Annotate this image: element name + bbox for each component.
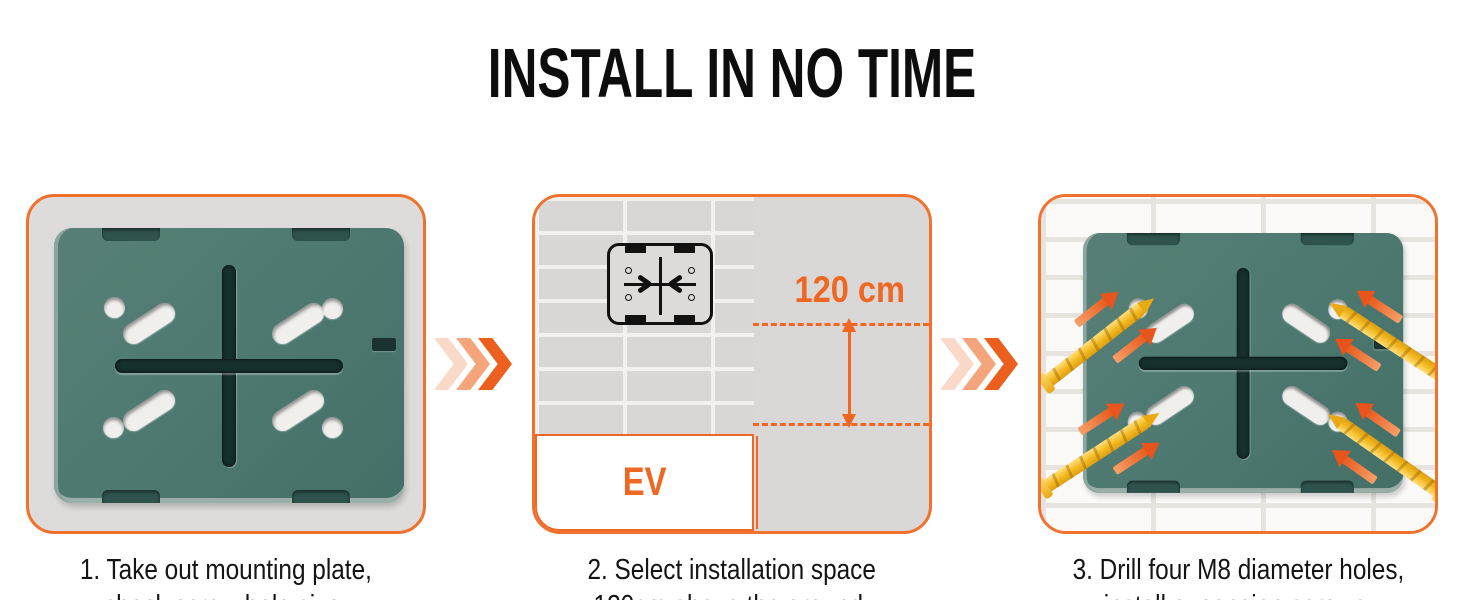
step-3: 3. Drill four M8 diameter holes, install… [1038,194,1438,600]
slotted-hole [118,385,180,436]
measurement-label: 120 cm [794,269,906,310]
step-arrow-icon [434,338,512,390]
screw-hole [104,297,125,318]
schematic-cross [658,257,662,315]
slotted-hole [267,385,329,436]
mounting-plate [1083,233,1404,493]
steps-row: 1. Take out mounting plate, check screw … [0,194,1464,600]
screw-hole [103,417,124,438]
cross-slot-horizontal [1138,356,1348,370]
ev-charger-box: EV [535,434,758,531]
plate-notch [292,490,350,503]
plate-side-notch [372,337,396,351]
cross-slot-horizontal [115,358,343,373]
step-1: 1. Take out mounting plate, check screw … [26,194,426,600]
step-arrow-icon [940,338,1018,390]
schematic-hole [625,294,632,301]
schematic-notch [625,315,646,322]
brick-wall [535,197,754,434]
plate-notch [1126,233,1180,246]
step-3-caption: 3. Drill four M8 diameter holes, install… [1072,554,1404,600]
plate-notch [102,490,160,503]
schematic-notch [625,246,646,253]
step-3-panel [1038,194,1438,534]
plate-notch [1300,233,1354,246]
step-1-caption: 1. Take out mounting plate, check screw … [79,554,373,600]
schematic-hole [625,267,632,274]
plate-schematic [607,243,713,325]
plate-notch [1300,480,1354,493]
schematic-hole [688,267,695,274]
height-arrow-icon [842,318,856,428]
step-2: 120 cm EV 2. Select installation space 1… [532,194,932,600]
ev-label: EV [622,460,667,504]
dashed-line-top [753,323,929,326]
mounting-plate [54,228,404,503]
step-2-panel: 120 cm EV [532,194,932,534]
plate-notch [1126,480,1180,493]
screw-hole [322,417,343,438]
slotted-hole [118,298,180,349]
step-1-panel [26,194,426,534]
slotted-hole [267,298,329,349]
schematic-notch [674,246,695,253]
dashed-line-bottom [753,423,929,426]
schematic-cross [624,282,696,286]
plate-notch [292,228,350,241]
install-guide: INSTALL IN NO TIME [0,34,1464,600]
plate-notch [102,228,160,241]
page-title: INSTALL IN NO TIME [487,34,977,113]
schematic-notch [674,315,695,322]
screw-hole [322,298,343,319]
schematic-hole [688,294,695,301]
